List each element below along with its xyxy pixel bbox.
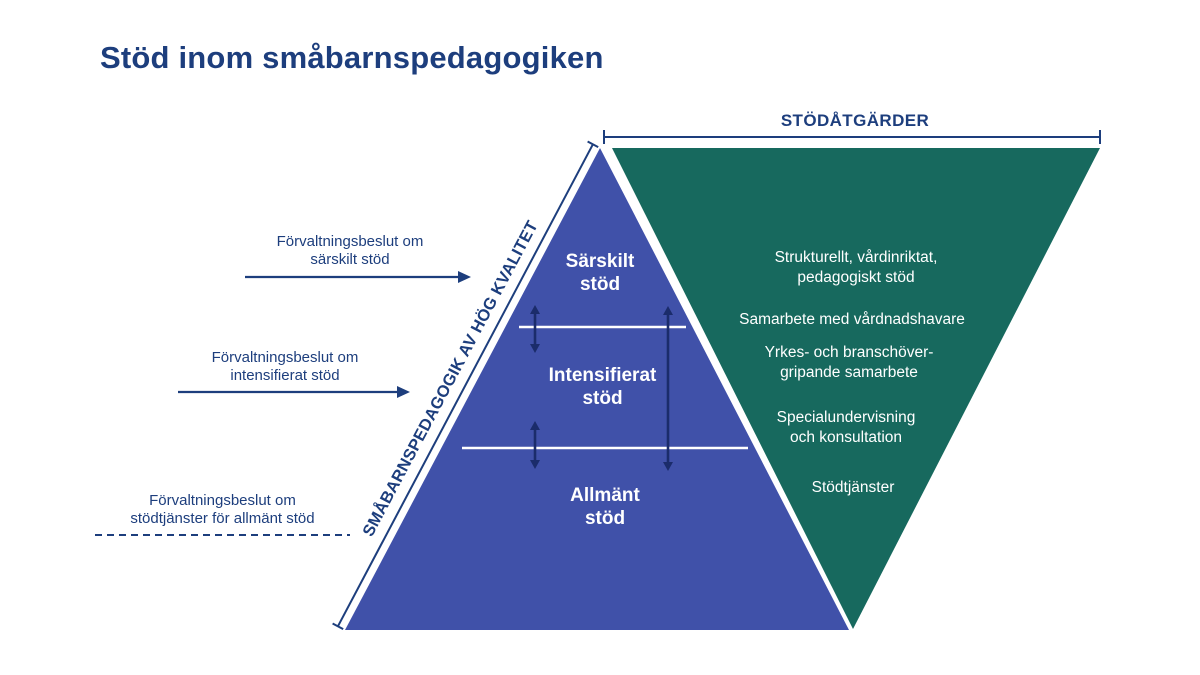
support-measure-item: Yrkes- och branschöver- gripande samarbe… <box>764 344 934 381</box>
pyramid-level-sarskilt: Särskilt stöd <box>565 251 635 295</box>
support-measure-item: Samarbete med vårdnadshavare <box>739 311 965 328</box>
double-arrow-left-bottom-icon <box>530 421 540 469</box>
annotation-sarskilt-stod: Förvaltningsbeslut om särskilt stöd <box>276 233 424 268</box>
support-measure-item: Specialundervisning och konsultation <box>776 409 916 446</box>
double-arrow-right-tall-icon <box>663 306 673 471</box>
support-measures-heading: STÖDÅTGÄRDER <box>780 111 930 130</box>
support-measure-item: Strukturellt, vårdinriktat, pedagogiskt … <box>774 249 938 286</box>
top-bracket <box>603 130 1101 144</box>
annotation-intensifierat-stod: Förvaltningsbeslut om intensifierat stöd <box>211 349 359 384</box>
support-measures-triangle <box>612 148 1100 629</box>
annotation-allmant-stod: Förvaltningsbeslut om stödtjänster för a… <box>130 492 315 527</box>
arrow-intensifierat-stod-icon <box>178 386 410 398</box>
pyramid-triangle <box>345 148 849 630</box>
double-arrow-left-top-icon <box>530 305 540 353</box>
support-measure-item: Stödtjänster <box>811 479 895 496</box>
arrow-sarskilt-stod-icon <box>245 271 471 283</box>
page-title: Stöd inom småbarnspedagogiken <box>100 40 604 75</box>
left-bracket <box>332 140 599 630</box>
pyramid-level-intensifierat: Intensifierat stöd <box>548 365 657 409</box>
pyramid-level-allmant: Allmänt stöd <box>570 485 640 529</box>
